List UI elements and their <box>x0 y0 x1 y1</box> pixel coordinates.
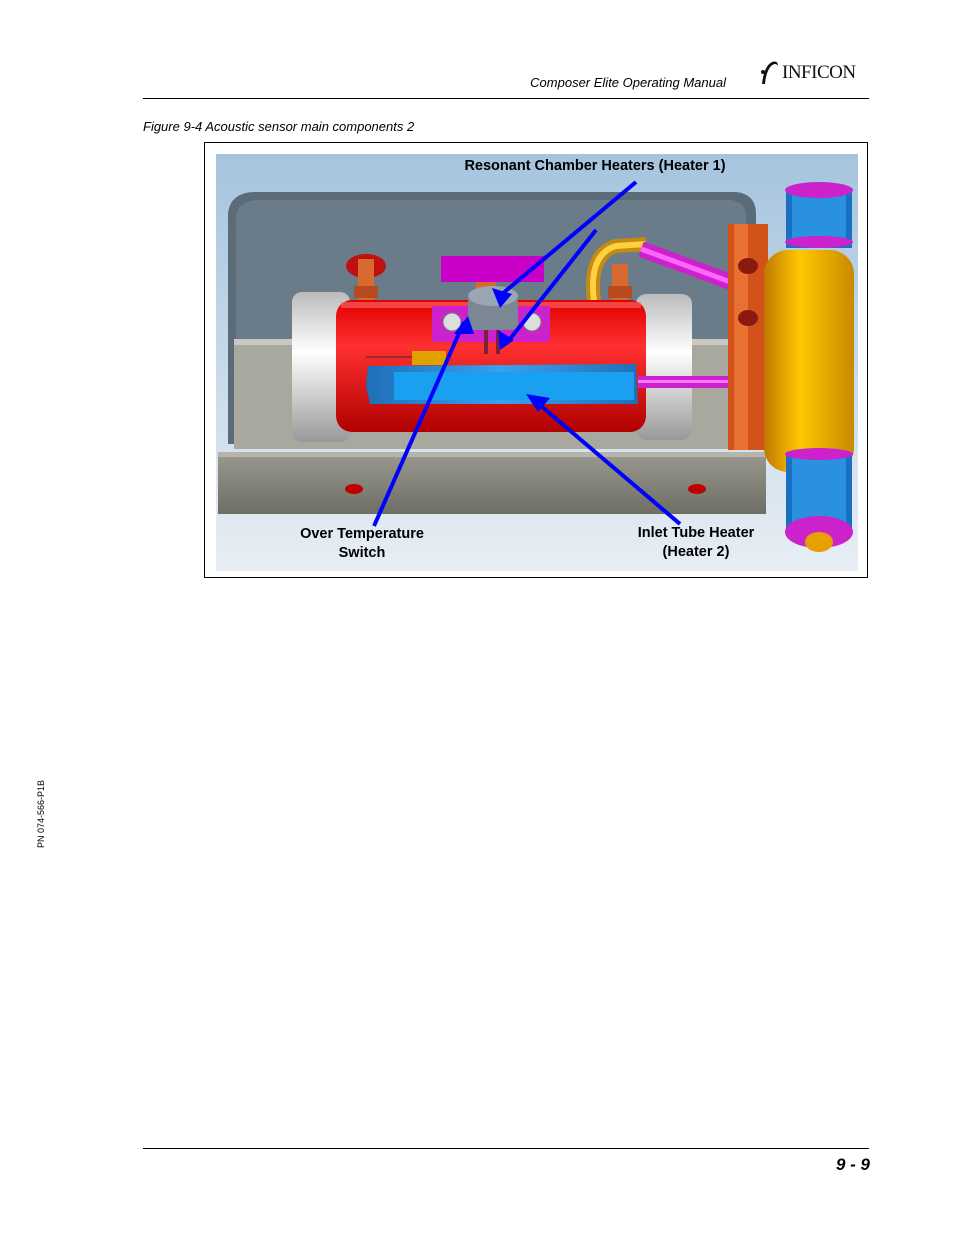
callout-resonant-chamber: Resonant Chamber Heaters (Heater 1) <box>464 158 726 174</box>
page-number: 9 - 9 <box>835 1155 870 1174</box>
inficon-logo-icon <box>761 61 778 84</box>
header-rule <box>143 98 869 99</box>
part-number: PN 074-566-P1B <box>36 779 46 848</box>
arrow-resonant-chamber-2 <box>504 228 598 346</box>
inficon-logo: INFICON <box>758 58 874 86</box>
footer-rule <box>143 1148 869 1149</box>
manual-title: Composer Elite Operating Manual <box>530 75 726 90</box>
arrow-resonant-chamber-1 <box>500 180 638 296</box>
callout-over-temperature: Over Temperature Switch <box>300 526 424 561</box>
figure-frame <box>204 142 868 578</box>
arrow-over-temperature <box>372 321 466 527</box>
acoustic-sensor-illustration <box>216 154 858 571</box>
logo-text: INFICON <box>782 62 856 83</box>
callout-inlet-tube: Inlet Tube Heater (Heater 2) <box>637 525 755 560</box>
arrow-inlet-tube <box>532 398 682 526</box>
figure-caption: Figure 9-4 Acoustic sensor main componen… <box>143 119 415 134</box>
